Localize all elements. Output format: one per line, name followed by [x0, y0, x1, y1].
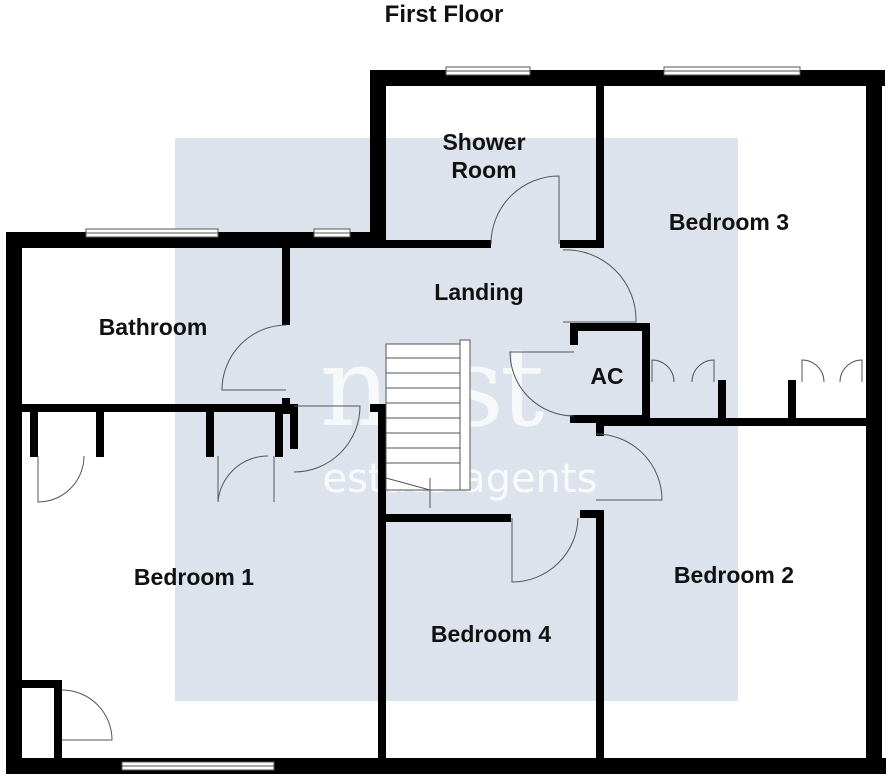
- room-label-bedroom4: Bedroom 4: [431, 621, 551, 647]
- room-label-bedroom1: Bedroom 1: [134, 564, 254, 590]
- room-label-shower-room-line2: Room: [451, 157, 516, 183]
- door-swings: [37, 175, 863, 741]
- staircase: [385, 339, 471, 508]
- window-bedroom1: [121, 761, 275, 771]
- room-label-landing: Landing: [434, 279, 523, 305]
- window-bathroom: [85, 228, 219, 238]
- floor-title: First Floor: [384, 1, 504, 28]
- window-landing: [313, 228, 351, 238]
- room-label-bathroom: Bathroom: [99, 314, 208, 340]
- room-label-bedroom2: Bedroom 2: [674, 562, 794, 588]
- windows: [85, 66, 801, 771]
- room-label-shower-room-line1: Shower: [442, 129, 525, 155]
- room-label-bedroom3: Bedroom 3: [669, 209, 789, 235]
- room-label-ac: AC: [590, 363, 623, 389]
- window-shower-room: [445, 66, 531, 76]
- window-bedroom3: [663, 66, 801, 76]
